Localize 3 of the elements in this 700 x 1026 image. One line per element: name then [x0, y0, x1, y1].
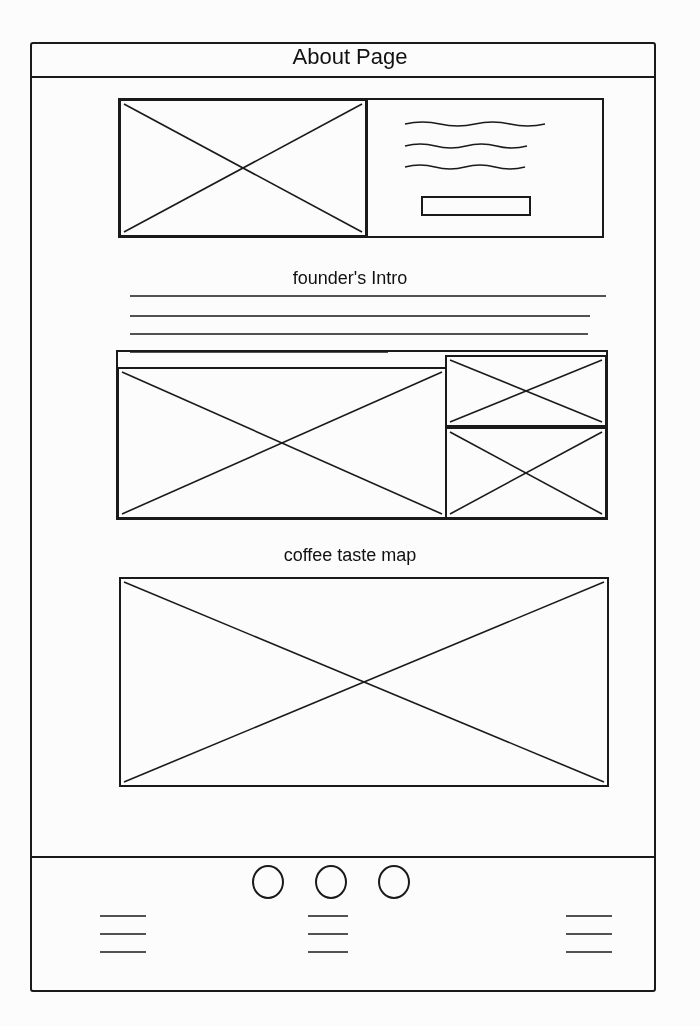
- section-heading: coffee taste map: [282, 545, 418, 566]
- page-title: About Page: [291, 44, 409, 70]
- section-heading: founder's Intro: [291, 268, 409, 289]
